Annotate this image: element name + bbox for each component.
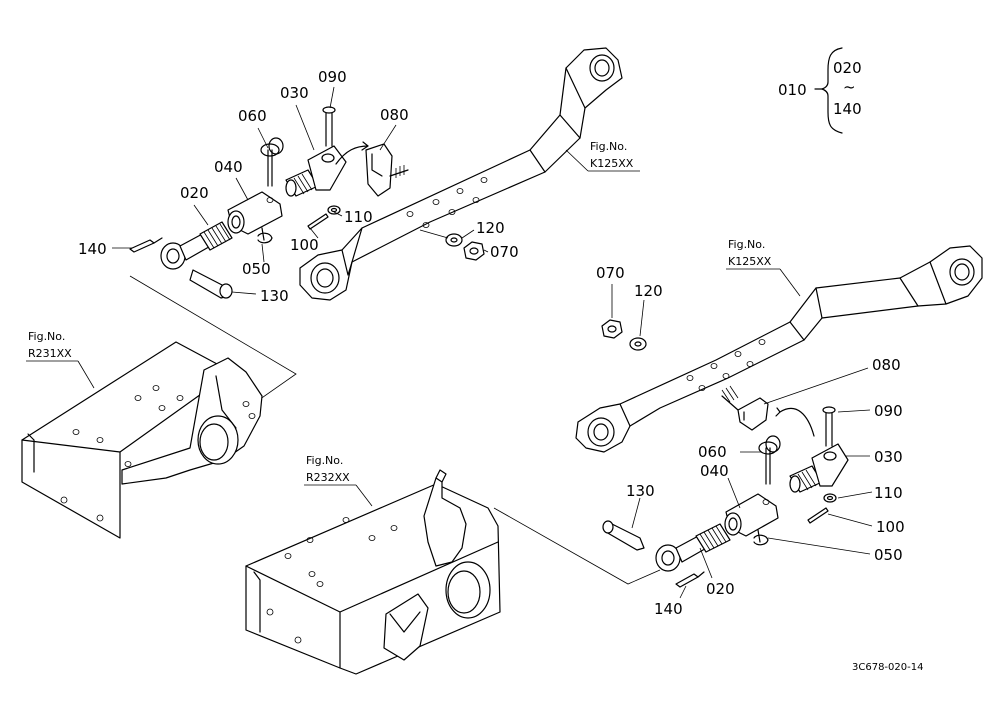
fig-ref-k125-lower: Fig.No. K125XX (726, 238, 801, 297)
legend-top-label: 020 (833, 59, 862, 77)
right-label-040: 040 (700, 462, 729, 480)
left-label-020: 020 (180, 184, 209, 202)
fig-ref-r232-label: Fig.No. (306, 454, 343, 467)
hitch-bracket-r232: Fig.No. R232XX (245, 454, 501, 675)
left-label-040: 040 (214, 158, 243, 176)
fig-ref-k125-upper-label: Fig.No. (590, 140, 627, 153)
left-label-110: 110 (344, 208, 373, 226)
fig-ref-r232-code: R232XX (306, 471, 350, 484)
right-label-080: 080 (872, 356, 901, 374)
right-label-100: 100 (876, 518, 905, 536)
hitch-bracket-r231: Fig.No. R231XX (21, 330, 263, 539)
right-leaders (493, 284, 873, 599)
left-label-120: 120 (476, 219, 505, 237)
left-label-050: 050 (242, 260, 271, 278)
fig-ref-k125-lower-code: K125XX (728, 255, 772, 268)
legend-tilde: ~ (843, 78, 856, 96)
left-label-070: 070 (490, 243, 519, 261)
right-label-130: 130 (626, 482, 655, 500)
left-leaders (112, 86, 489, 463)
left-label-090: 090 (318, 68, 347, 86)
fig-ref-r231-label: Fig.No. (28, 330, 65, 343)
fig-ref-k125-upper: Fig.No. K125XX (565, 140, 640, 172)
lower-right-link-arm (575, 245, 983, 453)
left-label-130: 130 (260, 287, 289, 305)
legend-bracket: 010 020 ~ 140 (778, 47, 862, 134)
legend-main-label: 010 (778, 81, 807, 99)
left-label-100: 100 (290, 236, 319, 254)
right-label-060: 060 (698, 443, 727, 461)
right-label-050: 050 (874, 546, 903, 564)
right-label-070: 070 (596, 264, 625, 282)
right-label-140: 140 (654, 600, 683, 618)
legend-bottom-label: 140 (833, 100, 862, 118)
left-label-140: 140 (78, 240, 107, 258)
left-label-060: 060 (238, 107, 267, 125)
left-label-080: 080 (380, 106, 409, 124)
right-label-020: 020 (706, 580, 735, 598)
fig-ref-r231-code: R231XX (28, 347, 72, 360)
left-labels: 140 020 040 060 030 090 080 110 100 050 … (78, 68, 519, 305)
left-assembly-parts (129, 106, 485, 299)
fig-ref-k125-lower-label: Fig.No. (728, 238, 765, 251)
right-label-030: 030 (874, 448, 903, 466)
left-label-030: 030 (280, 84, 309, 102)
right-labels: 070 120 080 090 030 110 100 050 060 040 … (596, 264, 905, 618)
right-label-110: 110 (874, 484, 903, 502)
drawing-code: 3C678-020-14 (852, 662, 923, 673)
upper-lower-link-arm (299, 47, 623, 301)
right-label-120: 120 (634, 282, 663, 300)
right-label-090: 090 (874, 402, 903, 420)
right-assembly-parts (601, 319, 849, 588)
fig-ref-k125-upper-code: K125XX (590, 157, 634, 170)
